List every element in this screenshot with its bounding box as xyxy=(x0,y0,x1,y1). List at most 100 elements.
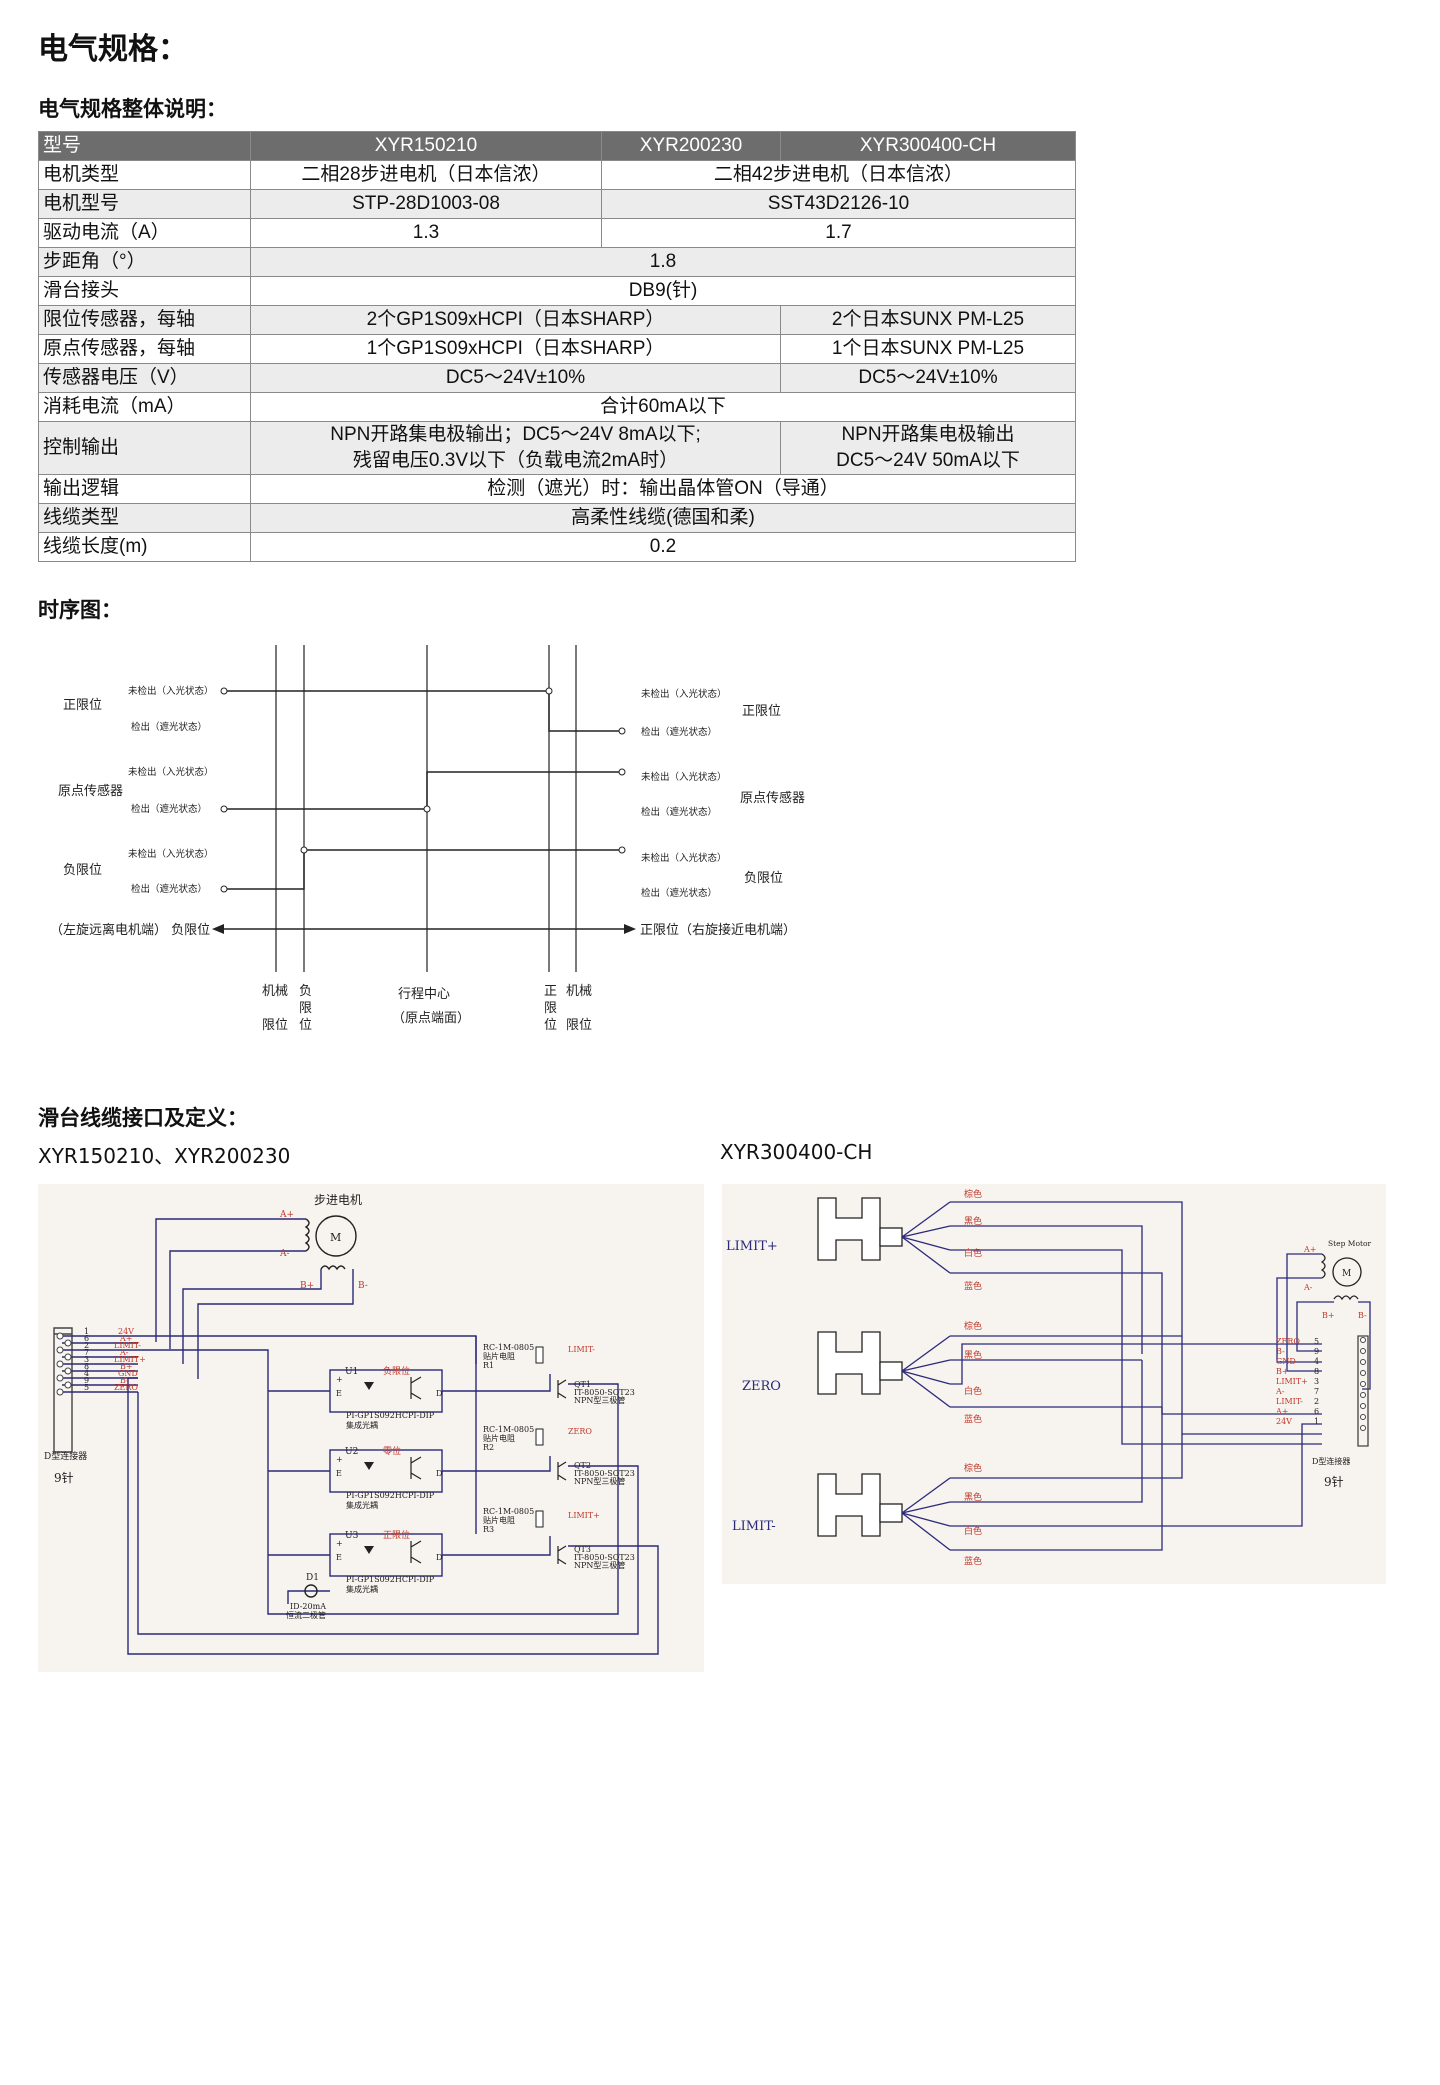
label-neg-limit: 负限位 xyxy=(63,863,102,878)
row-label: 消耗电流（mA） xyxy=(38,392,251,422)
diode-desc: 恒流二极管 xyxy=(286,1610,326,1620)
transistor-part: IT-8050-SOT23 xyxy=(574,1388,635,1397)
motor-lead: A- xyxy=(1303,1283,1313,1292)
spec-heading: 电气规格整体说明： xyxy=(38,97,227,121)
motor-lead: B+ xyxy=(300,1281,314,1291)
state-text: 未检出（入光状态） xyxy=(641,852,727,864)
circuit-left: 步进电机 M A+ A- B+ B- 1 6 2 7 3 8 4 9 5 24V… xyxy=(44,1193,659,1655)
label-pos-limit: 正限位 xyxy=(63,698,102,713)
table-header-cell: XYR150210 xyxy=(250,131,602,161)
pin-num: 9 xyxy=(84,1376,89,1385)
pin-plus: + xyxy=(336,1455,343,1464)
table-row: 控制输出 NPN开路集电极输出；DC5～24V 8mA以下; 残留电压0.3V以… xyxy=(38,421,1076,475)
transistor-desc: NPN型三极管 xyxy=(574,1395,625,1405)
table-header-cell: XYR200230 xyxy=(601,131,781,161)
cable-right-label: XYR300400-CH xyxy=(720,1140,873,1164)
bottom-label: 限 xyxy=(544,1001,557,1016)
output-label: LIMIT+ xyxy=(568,1511,600,1520)
motor-label: Step Motor xyxy=(1328,1239,1371,1248)
pin-name: 24V xyxy=(118,1327,134,1336)
bottom-label: 机械 xyxy=(566,984,592,999)
table-row: 输出逻辑 检测（遮光）时：输出晶体管ON（导通） xyxy=(38,474,1076,504)
state-text: 检出（遮光状态） xyxy=(131,803,207,815)
pin-name: LIMIT+ xyxy=(1276,1377,1308,1386)
sensor-label: LIMIT- xyxy=(732,1519,776,1534)
pin-num: 3 xyxy=(84,1355,89,1364)
pin-name: ZERO xyxy=(114,1383,138,1392)
table-cell: 1.7 xyxy=(601,218,1076,248)
transistor-part: IT-8050-SOT23 xyxy=(574,1553,635,1562)
axis-left-label: （左旋远离电机端） 负限位 xyxy=(50,922,210,938)
cell-line: NPN开路集电极输出；DC5～24V 8mA以下; xyxy=(330,424,701,445)
state-text: 未检出（入光状态） xyxy=(128,848,214,860)
wire-color: 黑色 xyxy=(964,1491,982,1503)
label-pos-limit-right: 正限位 xyxy=(742,704,781,719)
output-label: ZERO xyxy=(568,1427,592,1436)
res-desc: 贴片电阻 xyxy=(483,1351,515,1361)
table-cell: 0.2 xyxy=(250,532,1076,562)
state-text: 未检出（入光状态） xyxy=(641,688,727,700)
opto-name: 负限位 xyxy=(383,1365,410,1377)
row-label: 控制输出 xyxy=(38,421,251,475)
label-neg-limit-right: 负限位 xyxy=(744,871,783,886)
row-label: 线缆长度(m) xyxy=(38,532,251,562)
wire-color: 白色 xyxy=(964,1247,982,1259)
pin-name: 24V xyxy=(1276,1417,1292,1426)
pin-count-label: 9针 xyxy=(1324,1474,1344,1489)
table-cell: 检测（遮光）时：输出晶体管ON（导通） xyxy=(250,474,1076,504)
pin-name: A- xyxy=(119,1348,129,1357)
res-part: RC-1M-0805 xyxy=(483,1343,534,1352)
state-text: 检出（遮光状态） xyxy=(641,726,717,738)
res-desc: 贴片电阻 xyxy=(483,1515,515,1525)
bottom-label: 负 xyxy=(299,984,312,999)
opto-part: PI-GP1S092HCPI-DIP xyxy=(346,1575,435,1584)
table-cell: NPN开路集电极输出；DC5～24V 8mA以下; 残留电压0.3V以下（负载电… xyxy=(250,421,781,475)
pin-name: GND xyxy=(1276,1357,1296,1366)
wire-color: 蓝色 xyxy=(964,1555,982,1567)
pin-name: B+ xyxy=(120,1362,133,1371)
output-label: LIMIT- xyxy=(568,1345,595,1354)
table-row: 限位传感器，每轴 2个GP1S09xHCPI（日本SHARP） 2个日本SUNX… xyxy=(38,305,1076,335)
arrow-right-icon xyxy=(624,924,636,934)
pin-num: 3 xyxy=(1314,1377,1319,1386)
table-cell: 2个日本SUNX PM-L25 xyxy=(780,305,1076,335)
table-row: 原点传感器，每轴 1个GP1S09xHCPI（日本SHARP） 1个日本SUNX… xyxy=(38,334,1076,364)
signal-pos-limit xyxy=(224,690,622,732)
pin-num: 2 xyxy=(1314,1397,1319,1406)
pin-name: GND xyxy=(118,1369,138,1378)
opto-id: U2 xyxy=(345,1447,358,1457)
res-part: RC-1M-0805 xyxy=(483,1507,534,1516)
row-label: 电机类型 xyxy=(38,160,251,190)
pin-num: 1 xyxy=(1314,1417,1319,1426)
signal-origin xyxy=(224,771,622,810)
table-cell: 2个GP1S09xHCPI（日本SHARP） xyxy=(250,305,781,335)
bottom-label: 限位 xyxy=(566,1018,592,1033)
wire-color: 白色 xyxy=(964,1525,982,1537)
motor-label: 步进电机 xyxy=(314,1193,362,1207)
motor-lead: B- xyxy=(358,1281,368,1291)
table-cell: 1个日本SUNX PM-L25 xyxy=(780,334,1076,364)
bottom-label: 限位 xyxy=(262,1018,288,1033)
state-text: 检出（遮光状态） xyxy=(131,883,207,895)
transistor-desc: NPN型三极管 xyxy=(574,1560,625,1570)
motor-m: M xyxy=(1342,1269,1351,1279)
table-row: 步距角（°） 1.8 xyxy=(38,247,1076,277)
res-desc: 贴片电阻 xyxy=(483,1433,515,1443)
bottom-label: 行程中心 xyxy=(398,987,450,1002)
bottom-label: 位 xyxy=(299,1018,312,1033)
pin-num: 6 xyxy=(84,1334,89,1343)
state-text: 检出（遮光状态） xyxy=(641,887,717,899)
transistor-id: QT2 xyxy=(574,1461,591,1470)
pin-d: D xyxy=(436,1389,442,1398)
row-label: 驱动电流（A） xyxy=(38,218,251,248)
motor-lead: A- xyxy=(279,1249,290,1259)
res-id: R3 xyxy=(483,1525,494,1534)
table-cell: 1.3 xyxy=(250,218,602,248)
wire-color: 棕色 xyxy=(964,1462,982,1474)
cell-line: DC5～24V 50mA以下 xyxy=(836,450,1020,471)
pin-num: 4 xyxy=(84,1369,89,1378)
pin-num: 1 xyxy=(84,1327,89,1336)
pin-num: 5 xyxy=(84,1383,89,1392)
row-label: 传感器电压（V） xyxy=(38,363,251,393)
cable-heading: 滑台线缆接口及定义： xyxy=(38,1106,248,1130)
